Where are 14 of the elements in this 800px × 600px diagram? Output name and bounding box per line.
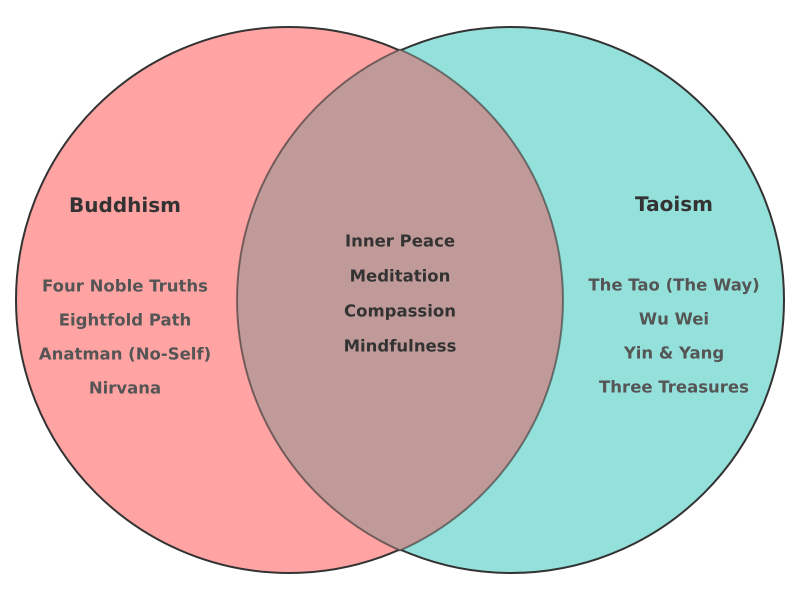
circle-title: Taoism bbox=[635, 192, 713, 216]
concept-label: Compassion bbox=[344, 302, 456, 320]
concept-label: Nirvana bbox=[88, 378, 162, 398]
concept-label: The Tao (The Way) bbox=[588, 276, 760, 294]
concept-label: Anatman (No-Self) bbox=[38, 344, 212, 364]
concept-label: Eightfold Path bbox=[58, 310, 192, 330]
concept-label: Inner Peace bbox=[344, 232, 456, 250]
concept-label: Meditation bbox=[350, 266, 450, 286]
concept-label: Mindfulness bbox=[344, 336, 456, 356]
circle-title: Buddhism bbox=[69, 193, 181, 217]
concept-label: Wu Wei bbox=[638, 310, 710, 328]
concept-label: Three Treasures bbox=[599, 378, 749, 396]
concept-label: Yin & Yang bbox=[624, 344, 724, 362]
concept-label: Four Noble Truths bbox=[42, 276, 208, 296]
